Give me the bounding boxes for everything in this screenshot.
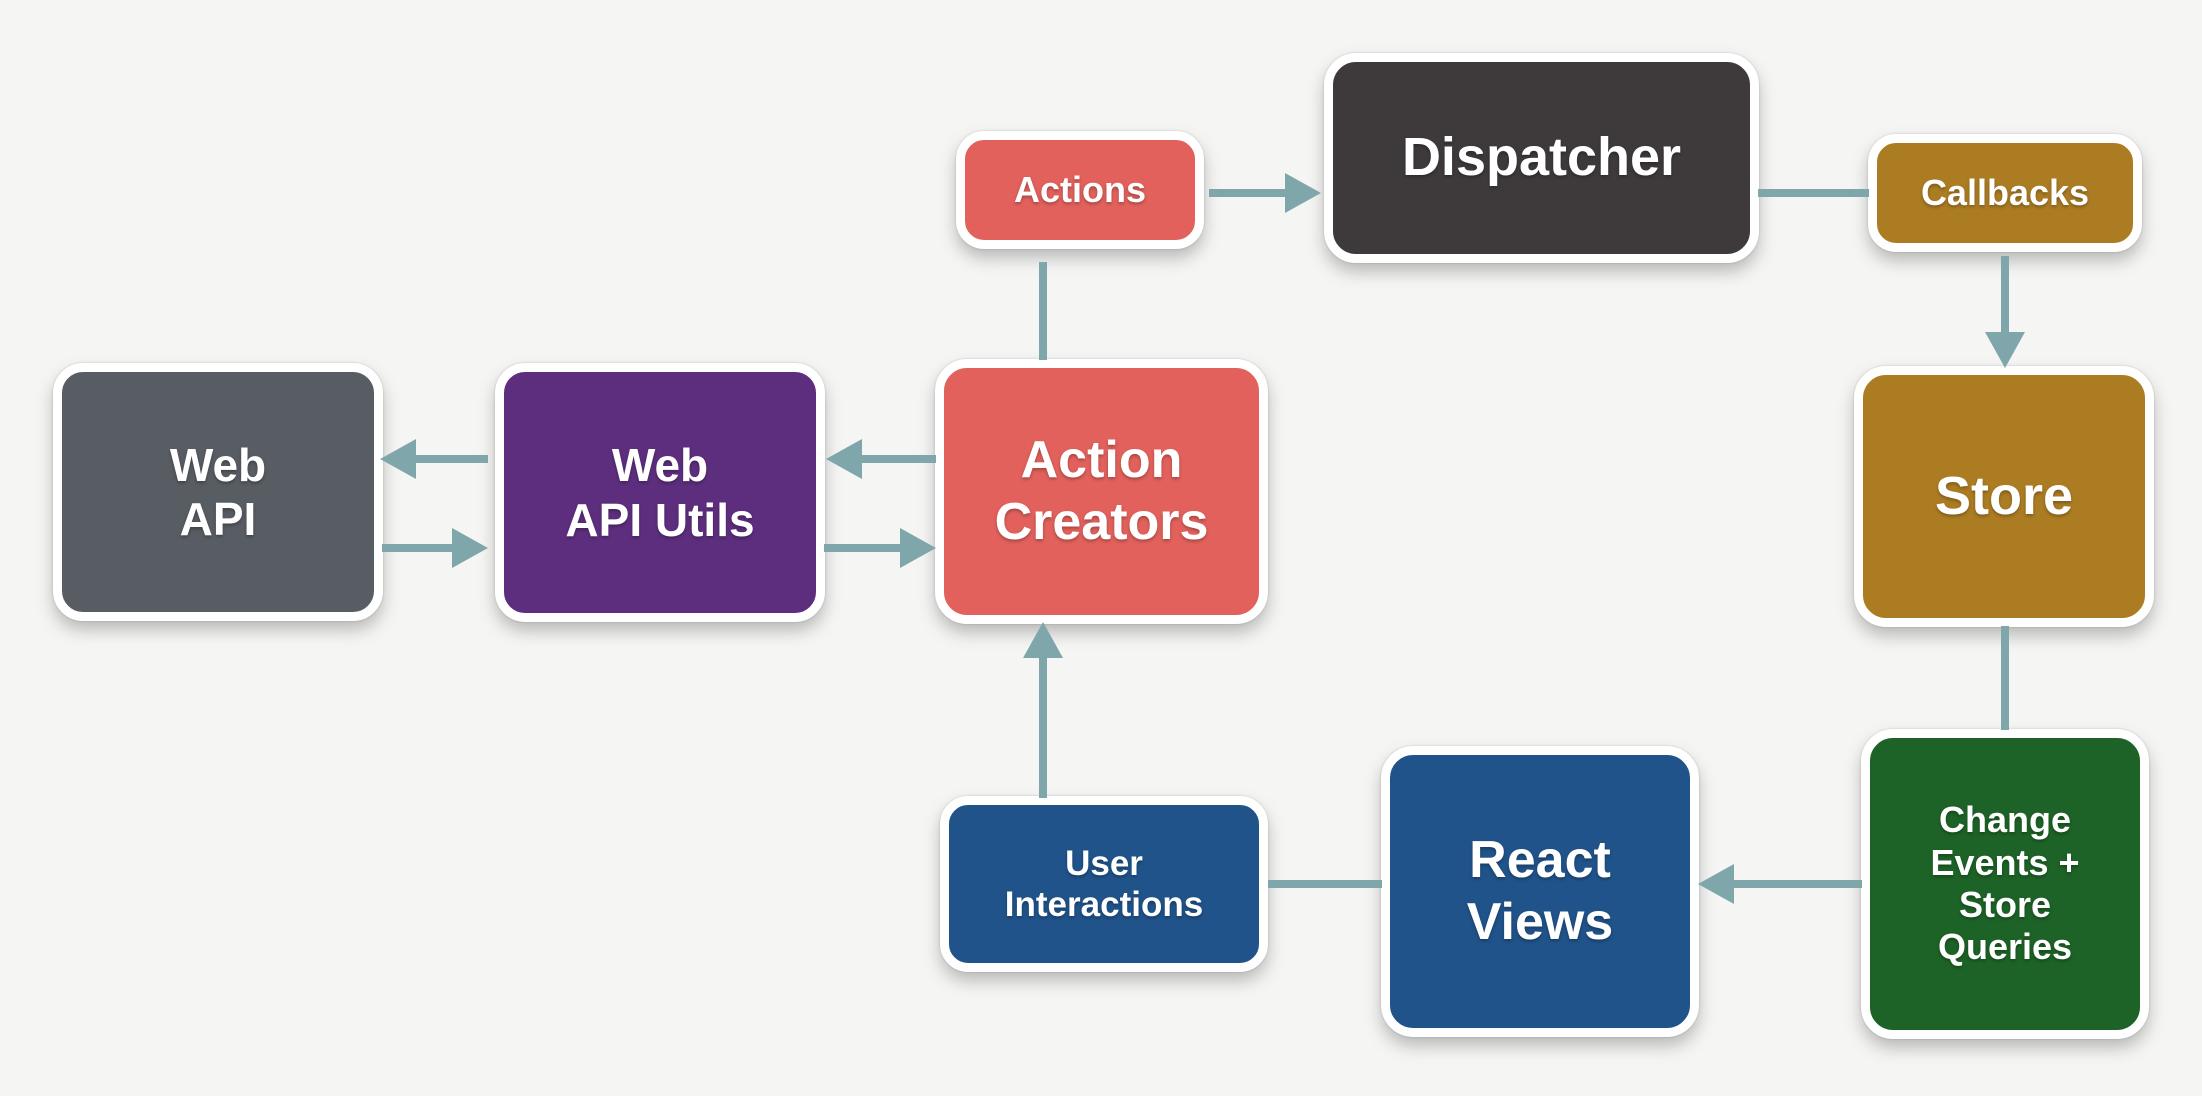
node-react-views: React Views: [1381, 746, 1699, 1037]
connector-store-change-events-line: [2001, 626, 2009, 730]
node-action-creators: Action Creators: [935, 359, 1268, 624]
connector-action-creators-actions-line: [1039, 262, 1047, 360]
node-user-interactions: User Interactions: [940, 796, 1268, 972]
node-web-api-utils-label: Web API Utils: [565, 439, 755, 546]
node-user-interactions-label: User Interactions: [1004, 843, 1204, 924]
node-react-views-label: React Views: [1466, 831, 1614, 951]
connector-web-api-utils-action-creators-line: [824, 544, 900, 552]
connector-action-creators-web-api-utils-line: [862, 455, 936, 463]
node-actions-label: Actions: [1013, 168, 1146, 210]
connector-callbacks-store-line: [2001, 256, 2009, 332]
node-actions: Actions: [956, 131, 1204, 249]
connector-web-api-web-api-utils-line: [382, 544, 452, 552]
node-web-api-utils: Web API Utils: [495, 363, 825, 622]
node-action-creators-label: Action Creators: [994, 431, 1209, 551]
node-callbacks-label: Callbacks: [1920, 171, 2090, 213]
arrowhead-web-api-utils-to-web-api: [380, 439, 416, 479]
connector-react-views-user-interactions-line: [1268, 880, 1382, 888]
arrowhead-callbacks-to-store: [1985, 332, 2025, 368]
arrowhead-actions-to-dispatcher: [1285, 173, 1321, 213]
node-change-events-store-queries: Change Events + Store Queries: [1861, 729, 2149, 1039]
node-callbacks: Callbacks: [1868, 134, 2142, 252]
connector-user-interactions-action-creators-line: [1039, 658, 1047, 798]
connector-dispatcher-callbacks-line: [1758, 189, 1869, 197]
arrowhead-web-api-utils-to-action-creators: [900, 528, 936, 568]
arrowhead-action-creators-to-web-api-utils: [826, 439, 862, 479]
node-web-api-label: Web API: [169, 438, 267, 545]
connector-web-api-utils-web-api-line: [416, 455, 488, 463]
node-dispatcher-label: Dispatcher: [1401, 127, 1682, 188]
node-dispatcher: Dispatcher: [1324, 53, 1759, 263]
node-change-events-store-queries-label: Change Events + Store Queries: [1930, 799, 2080, 968]
arrowhead-web-api-to-web-api-utils: [452, 528, 488, 568]
node-store: Store: [1854, 366, 2154, 627]
arrowhead-user-interactions-to-action-creators: [1023, 622, 1063, 658]
connector-change-events-react-views-line: [1734, 880, 1862, 888]
node-web-api: Web API: [53, 363, 383, 621]
arrowhead-change-events-to-react-views: [1698, 864, 1734, 904]
connector-actions-dispatcher-line: [1209, 189, 1285, 197]
node-store-label: Store: [1934, 465, 2074, 526]
